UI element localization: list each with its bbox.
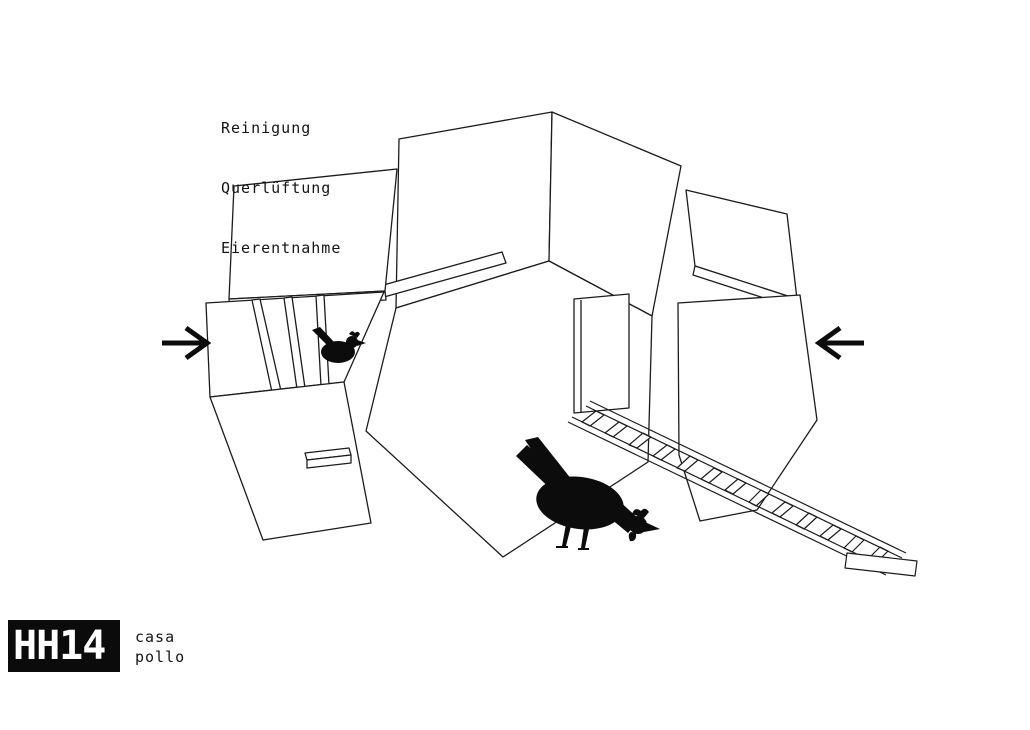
annotation-line: Eierentnahme [221, 239, 342, 257]
hen-silhouette-small [312, 327, 366, 363]
hen-silhouette-large [516, 437, 660, 550]
project-logo: HH14 casa pollo [8, 620, 185, 672]
right-wall-hexagon [677, 294, 818, 522]
logo-code-badge: HH14 [8, 620, 120, 672]
left-wall [209, 381, 372, 541]
logo-title-line: casa [135, 628, 176, 646]
annotation-line: Querlüftung [221, 179, 332, 197]
annotation-block: Reinigung Querlüftung Eierentnahme [221, 78, 341, 298]
annotation-line: Reinigung [221, 119, 312, 137]
ramp-end-board [844, 552, 918, 577]
logo-title-line: pollo [135, 648, 186, 666]
logo-title: casa pollo [135, 627, 185, 667]
right-module [677, 189, 818, 522]
ramp-rails [567, 400, 907, 576]
central-module [365, 111, 682, 558]
perch-board [304, 447, 352, 469]
arrow-left-icon [814, 325, 864, 361]
chicken-ramp [567, 400, 918, 577]
arrow-right-icon [162, 325, 212, 361]
left-nest-module [205, 168, 398, 541]
door-opening [573, 293, 630, 414]
